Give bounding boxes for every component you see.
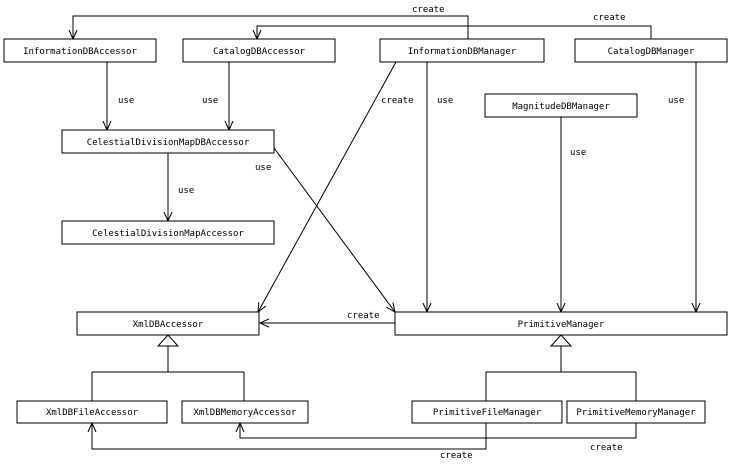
class-name: CelestialDivisionMapAccessor bbox=[92, 229, 244, 239]
class-primitive-memory-manager[interactable]: PrimitiveMemoryManager bbox=[566, 400, 706, 424]
class-name: InformationDBAccessor bbox=[23, 47, 137, 57]
create-label: create bbox=[381, 96, 414, 106]
use-label: use bbox=[255, 163, 271, 173]
class-name: CatalogDBAccessor bbox=[213, 47, 306, 57]
class-name: PrimitiveManager bbox=[518, 320, 605, 330]
inheritance-triangle bbox=[549, 334, 573, 347]
use-arrow bbox=[273, 147, 395, 312]
class-celestial-division-map-db-accessor[interactable]: CelestialDivisionMapDBAccessor bbox=[61, 129, 275, 154]
class-xml-db-memory-accessor[interactable]: XmlDBMemoryAccessor bbox=[181, 400, 309, 424]
class-name: MagnitudeDBManager bbox=[512, 102, 610, 112]
create-label: create bbox=[347, 311, 380, 321]
use-label: use bbox=[570, 148, 586, 158]
use-label: use bbox=[178, 186, 194, 196]
use-label: use bbox=[668, 96, 684, 106]
class-name: PrimitiveFileManager bbox=[433, 408, 542, 418]
class-name: XmlDBAccessor bbox=[133, 320, 204, 330]
class-magnitude-db-manager[interactable]: MagnitudeDBManager bbox=[484, 93, 638, 118]
class-xml-db-file-accessor[interactable]: XmlDBFileAccessor bbox=[16, 400, 168, 424]
class-xml-db-accessor[interactable]: XmlDBAccessor bbox=[76, 311, 260, 336]
inheritance-line-primitive bbox=[485, 346, 637, 401]
create-arrow-catalog-accessor bbox=[257, 25, 652, 39]
create-label: create bbox=[412, 5, 445, 15]
class-information-db-accessor[interactable]: InformationDBAccessor bbox=[3, 38, 157, 63]
class-catalog-db-manager[interactable]: CatalogDBManager bbox=[574, 38, 728, 63]
create-label: create bbox=[590, 443, 623, 453]
create-arrow-memory bbox=[240, 423, 637, 439]
class-celestial-division-map-accessor[interactable]: CelestialDivisionMapAccessor bbox=[61, 220, 275, 245]
create-label: create bbox=[440, 451, 473, 461]
inheritance-triangle bbox=[156, 334, 180, 347]
class-primitive-file-manager[interactable]: PrimitiveFileManager bbox=[411, 400, 563, 424]
class-name: XmlDBFileAccessor bbox=[46, 408, 139, 418]
inheritance-line-xml bbox=[91, 346, 245, 401]
create-label: create bbox=[593, 13, 626, 23]
create-arrow-info-accessor bbox=[73, 15, 469, 39]
class-name: XmlDBMemoryAccessor bbox=[194, 408, 298, 418]
class-information-db-manager[interactable]: InformationDBManager bbox=[379, 38, 545, 63]
class-primitive-manager[interactable]: PrimitiveManager bbox=[394, 311, 728, 336]
class-name: InformationDBManager bbox=[408, 47, 517, 57]
class-catalog-db-accessor[interactable]: CatalogDBAccessor bbox=[182, 38, 336, 63]
class-name: PrimitiveMemoryManager bbox=[576, 408, 696, 418]
create-arrow bbox=[258, 61, 397, 312]
use-label: use bbox=[437, 96, 453, 106]
class-name: CelestialDivisionMapDBAccessor bbox=[87, 138, 250, 148]
create-arrow-file bbox=[92, 423, 487, 450]
use-label: use bbox=[202, 96, 218, 106]
class-name: CatalogDBManager bbox=[608, 47, 695, 57]
use-label: use bbox=[118, 96, 134, 106]
